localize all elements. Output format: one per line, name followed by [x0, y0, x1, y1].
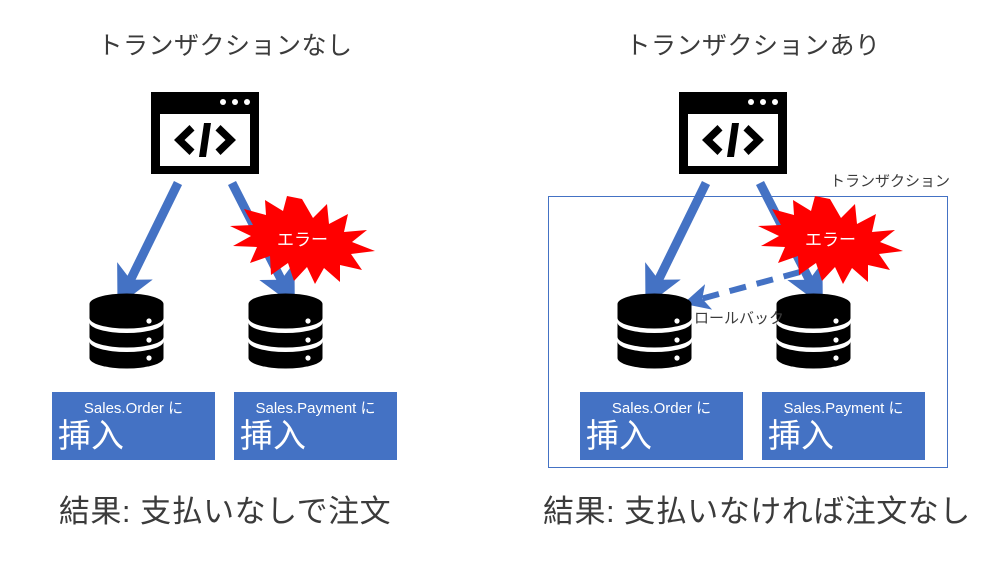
arrow-code-to-order-left	[117, 181, 183, 307]
window-dots-icon	[220, 99, 250, 105]
insert-box-table-label: Sales.Payment に	[783, 400, 904, 417]
panel-title-without-transaction: トランザクションなし	[97, 32, 353, 60]
error-burst-icon-left: エラー	[230, 196, 375, 284]
order-database-icon	[615, 293, 694, 369]
insert-box-action-label: 挿入	[58, 417, 124, 454]
code-glyph-icon	[688, 114, 778, 166]
insert-box-sales-payment-right[interactable]: Sales.Payment に 挿入	[762, 392, 925, 460]
caption-without-transaction: 結果: 支払いなしで注文	[58, 494, 392, 529]
window-dots-icon	[748, 99, 778, 105]
transaction-boundary-frame	[548, 196, 948, 468]
rollback-label: ロールバック	[694, 310, 785, 327]
insert-box-action-label: 挿入	[586, 417, 652, 454]
order-database-icon	[87, 293, 166, 369]
insert-box-action-label: 挿入	[240, 417, 306, 454]
insert-box-sales-payment-left[interactable]: Sales.Payment に 挿入	[234, 392, 397, 460]
code-glyph-icon	[160, 114, 250, 166]
error-burst-icon-right: エラー	[758, 196, 903, 284]
transaction-frame-label: トランザクション	[830, 173, 951, 190]
insert-box-action-label: 挿入	[768, 417, 834, 454]
caption-with-transaction: 結果: 支払いなければ注文なし	[543, 494, 971, 529]
insert-box-table-label: Sales.Payment に	[255, 400, 376, 417]
insert-box-sales-order-left[interactable]: Sales.Order に 挿入	[52, 392, 215, 460]
code-window-icon	[679, 92, 787, 174]
insert-box-sales-order-right[interactable]: Sales.Order に 挿入	[580, 392, 743, 460]
insert-box-table-label: Sales.Order に	[83, 400, 184, 417]
payment-database-icon	[246, 293, 325, 369]
code-window-icon	[151, 92, 259, 174]
insert-box-table-label: Sales.Order に	[611, 400, 712, 417]
panel-title-with-transaction: トランザクションあり	[625, 32, 881, 60]
payment-database-icon	[774, 293, 853, 369]
